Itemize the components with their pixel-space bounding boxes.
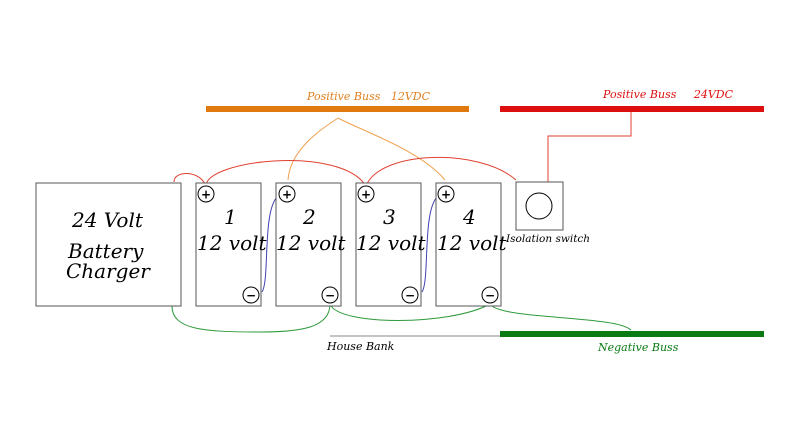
- negative-buss-label: Negative Buss: [597, 341, 679, 354]
- green-wire-charger-to-battery-2-neg: [171, 303, 331, 333]
- battery-number: 1: [224, 205, 237, 229]
- house-bank-label: House Bank: [326, 340, 395, 353]
- red-wire-charger-to-battery-1: [173, 173, 207, 187]
- positive-terminal: [278, 185, 296, 203]
- battery-voltage: 12 volt: [356, 231, 427, 255]
- positive-terminal: [357, 185, 375, 203]
- charger-label-line1: 24 Volt: [71, 208, 144, 232]
- battery-number: 3: [383, 205, 396, 229]
- minus-symbol: −: [246, 289, 256, 303]
- charger-label-line2: Battery: [67, 239, 144, 263]
- negative-terminal: [481, 286, 499, 304]
- positive-buss-24v-bar: [500, 106, 764, 112]
- positive-buss-24v-label: Positive Buss 24VDC: [602, 88, 734, 101]
- minus-symbol: −: [485, 289, 495, 303]
- red-wire-battery-1-to-3: [205, 160, 367, 187]
- blue-link-battery-1-to-2: [261, 195, 279, 293]
- battery-4: 4 12 volt + −: [435, 182, 508, 307]
- battery-voltage: 12 volt: [437, 231, 508, 255]
- negative-terminal: [401, 286, 419, 304]
- positive-buss-12v-label: Positive Buss 12VDC: [306, 90, 431, 103]
- isolation-switch-label: Isolation switch: [505, 233, 590, 245]
- isolation-switch-knob: [525, 192, 553, 220]
- battery-2: 2 12 volt + −: [275, 182, 347, 307]
- battery-3: 3 12 volt + −: [355, 182, 427, 307]
- red-wire-switch-to-24v-buss: [547, 112, 632, 182]
- positive-terminal: [197, 185, 215, 203]
- isolation-switch-box: [515, 181, 564, 231]
- minus-symbol: −: [405, 289, 415, 303]
- positive-terminal: [437, 185, 455, 203]
- plus-symbol: +: [282, 188, 292, 202]
- plus-symbol: +: [441, 188, 451, 202]
- green-wire-battery-2-to-4-neg: [329, 303, 491, 321]
- negative-terminal: [242, 286, 260, 304]
- orange-wire-to-battery-4: [337, 117, 446, 181]
- positive-buss-12v-bar: [206, 106, 469, 112]
- battery-1: 1 12 volt + −: [195, 182, 268, 307]
- plus-symbol: +: [361, 188, 371, 202]
- red-wire-battery-3-to-switch: [365, 157, 517, 187]
- green-wire-battery-4-to-negative-buss: [489, 303, 632, 331]
- minus-symbol: −: [325, 289, 335, 303]
- battery-charger-box: [35, 182, 182, 307]
- plus-symbol: +: [201, 188, 211, 202]
- negative-terminal: [321, 286, 339, 304]
- battery-voltage: 12 volt: [197, 231, 268, 255]
- orange-wire-to-battery-2: [287, 117, 339, 181]
- negative-buss-bar: [500, 331, 764, 337]
- battery-number: 2: [302, 205, 316, 229]
- battery-voltage: 12 volt: [276, 231, 347, 255]
- battery-number: 4: [462, 205, 476, 229]
- charger-label-line3: Charger: [66, 259, 151, 283]
- blue-link-battery-3-to-4: [421, 195, 439, 293]
